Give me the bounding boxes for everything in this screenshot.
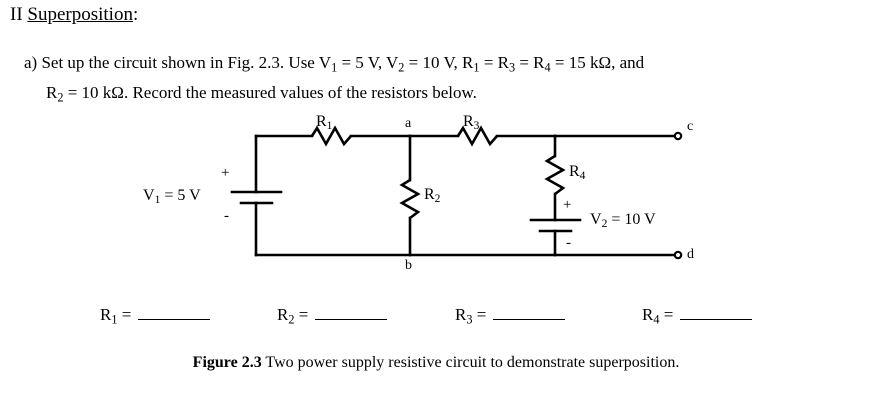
source-label-v2: V2 = 10 V xyxy=(590,212,656,231)
resistor-label-r4-sub: 4 xyxy=(579,170,586,183)
polarity-minus-v2: - xyxy=(566,235,571,251)
node-label-c: c xyxy=(687,119,694,134)
section-title: Superposition xyxy=(27,4,133,25)
source-v1-value: = 5 V xyxy=(160,187,201,204)
answer-blank-r1-eq: = xyxy=(117,305,132,324)
answer-blank-r4-eq: = xyxy=(659,305,674,324)
resistor-r2-zigzag xyxy=(399,178,421,220)
resistor-label-r1-name: R xyxy=(316,113,327,130)
answer-blank-r1: R1 = xyxy=(100,305,211,327)
text-run: = R xyxy=(515,53,545,72)
polarity-plus-v1: + xyxy=(221,165,230,181)
answer-blank-r4-name: R xyxy=(642,305,654,324)
resistor-label-r3-name: R xyxy=(463,113,474,130)
resistor-label-r2-name: R xyxy=(424,186,435,203)
answer-blank-r3: R3 = xyxy=(455,305,566,327)
answer-blank-r3-line[interactable] xyxy=(493,306,566,320)
answer-blank-r3-name: R xyxy=(455,305,467,324)
polarity-plus-v2: + xyxy=(563,197,572,213)
text-run: R xyxy=(46,83,58,103)
source-v1-sub: 1 xyxy=(154,194,161,207)
source-label-v1: V1 = 5 V xyxy=(143,188,201,207)
subscript: 2 xyxy=(57,90,64,105)
answer-blank-r2-line[interactable] xyxy=(315,306,388,320)
source-v2-sub: 2 xyxy=(601,218,608,231)
answer-blank-r1-sub: 1 xyxy=(111,312,118,327)
resistor-label-r4-name: R xyxy=(569,163,580,180)
answer-blank-r3-sub: 3 xyxy=(466,312,473,327)
answer-blank-r4-line[interactable] xyxy=(680,306,753,320)
section-numeral: II xyxy=(10,4,28,25)
text-run: = R xyxy=(479,53,509,72)
node-label-d: d xyxy=(687,247,694,262)
polarity-minus-v1: - xyxy=(224,208,229,224)
resistor-r4-zigzag xyxy=(544,154,566,196)
answer-blank-r2-name: R xyxy=(277,305,289,324)
resistor-label-r3-sub: 3 xyxy=(473,120,480,133)
answer-blank-r4-sub: 4 xyxy=(653,312,660,327)
text-run: = 5 V, V xyxy=(337,53,399,72)
source-v2-value: = 10 V xyxy=(607,211,656,228)
source-v2-name: V xyxy=(590,211,602,228)
answer-blank-r2-eq: = xyxy=(294,305,309,324)
answer-blank-r4: R4 = xyxy=(642,305,753,327)
terminal-c-dot xyxy=(673,131,683,141)
subscript: 1 xyxy=(473,60,480,75)
answer-blank-r2-sub: 2 xyxy=(288,312,295,327)
resistor-label-r1: R1 xyxy=(316,114,332,133)
instruction-paragraph: a) Set up the circuit shown in Fig. 2.3.… xyxy=(24,50,854,111)
subscript: 4 xyxy=(544,60,551,75)
terminal-d-dot xyxy=(673,250,683,260)
subscript: 2 xyxy=(398,60,405,75)
resistor-label-r2: R2 xyxy=(424,187,440,206)
answer-blank-r3-eq: = xyxy=(472,305,487,324)
figure-caption-label: Figure 2.3 xyxy=(192,354,262,371)
node-label-a: a xyxy=(405,116,412,131)
answer-blank-r1-name: R xyxy=(100,305,112,324)
answer-blank-r1-line[interactable] xyxy=(138,306,211,320)
section-colon: : xyxy=(132,4,139,25)
answer-blanks-row: R1 = R2 = R3 = R4 = xyxy=(0,300,872,334)
subscript: 1 xyxy=(331,60,338,75)
subscript: 3 xyxy=(508,60,516,75)
answer-blank-r2: R2 = xyxy=(277,305,388,327)
resistor-label-r2-sub: 2 xyxy=(434,193,441,206)
text-run: a) Set up the circuit shown in Fig. 2.3.… xyxy=(24,53,332,72)
figure-caption: Figure 2.3 Two power supply resistive ci… xyxy=(0,352,872,374)
resistor-label-r4: R4 xyxy=(569,164,585,183)
resistor-label-r3: R3 xyxy=(463,114,479,133)
resistor-r3-zigzag xyxy=(456,125,498,147)
resistor-label-r1-sub: 1 xyxy=(326,120,333,133)
paragraph-line-2: R2 = 10 kΩ. Record the measured values o… xyxy=(24,80,854,110)
text-run: = 15 kΩ, and xyxy=(550,53,645,72)
circuit-diagram: R1 R2 R3 R4 a b c d V1 = 5 V + - V2 = 10… xyxy=(0,108,872,283)
source-v1-name: V xyxy=(143,187,155,204)
node-label-b: b xyxy=(405,258,412,273)
figure-caption-text: Two power supply resistive circuit to de… xyxy=(261,354,680,371)
section-heading: II Superposition: xyxy=(10,3,138,27)
resistor-r1-zigzag xyxy=(310,125,352,147)
text-run: = 10 kΩ. Record the measured values of t… xyxy=(63,83,477,103)
text-run: = 10 V, R xyxy=(404,53,474,72)
paragraph-line-1: a) Set up the circuit shown in Fig. 2.3.… xyxy=(24,53,645,75)
circuit-schematic-svg xyxy=(230,125,683,260)
